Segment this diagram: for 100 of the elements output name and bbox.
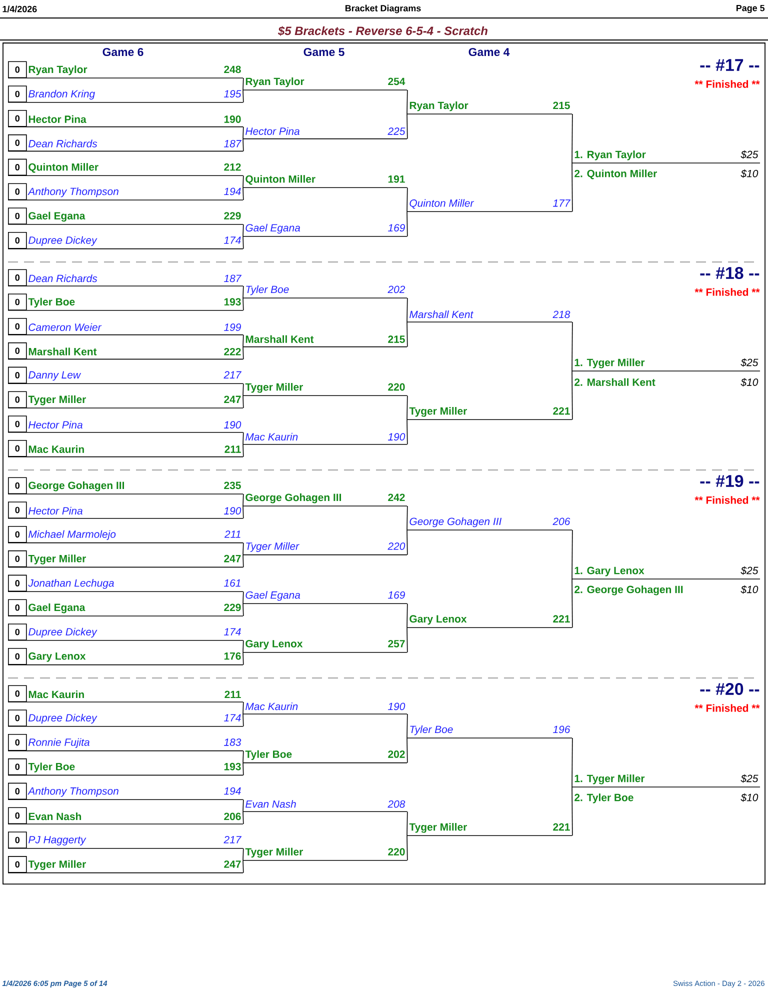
bracket-line <box>242 506 244 519</box>
bracket-line <box>242 848 244 861</box>
bracket-line <box>406 322 408 348</box>
bracket-number: -- #17 -- <box>700 59 760 71</box>
bracket-entry: Quinton Miller 191 <box>242 175 408 188</box>
seed-box: 0 <box>8 758 27 776</box>
bracket-line <box>242 702 244 714</box>
header-title: Bracket Diagrams <box>345 4 421 14</box>
bracket-line <box>242 236 244 250</box>
bracket-line <box>572 322 573 372</box>
bracket-entry: Marshall Kent 218 <box>406 310 572 322</box>
bracket-line <box>242 652 244 666</box>
page-number: Page 5 <box>736 4 765 14</box>
bracket-line <box>242 90 244 103</box>
bracket-entry: Quinton Miller 177 <box>406 199 572 212</box>
bracket-line <box>406 738 408 764</box>
bracket-line <box>242 187 244 200</box>
bracket-entry: Tyler Boe 202 <box>242 750 408 764</box>
status-text: ** Finished ** <box>694 80 760 88</box>
bracket-entry: Tyger Miller 220 <box>242 542 408 556</box>
bracket-line <box>406 419 408 445</box>
seed-box: 0 <box>8 158 27 176</box>
seed-box: 0 <box>8 318 27 335</box>
seed-box: 0 <box>8 183 27 200</box>
bracket-line <box>242 750 244 764</box>
bracket-line <box>406 506 408 530</box>
bracket-line <box>572 530 573 580</box>
seed-box: 0 <box>8 782 27 800</box>
bracket-line <box>572 786 573 836</box>
bracket-line <box>406 395 408 420</box>
seed-box: 0 <box>8 685 27 702</box>
bracket-number: -- #18 -- <box>700 267 760 279</box>
bracket-line <box>572 578 573 628</box>
bracket-line <box>242 762 244 776</box>
bracket-line <box>242 286 244 298</box>
bracket-entry: Tyler Boe 196 <box>406 725 572 738</box>
bracket-line <box>242 640 244 653</box>
bracket-line <box>406 835 408 861</box>
seed-box: 0 <box>8 526 27 543</box>
seed-box: 0 <box>8 416 27 432</box>
seed-box: 0 <box>8 574 27 592</box>
bracket-line <box>242 860 244 874</box>
bracket-line <box>242 432 244 445</box>
bracket-line <box>406 811 408 836</box>
bracket-entry: 1. Tyger Miller $25 <box>572 774 760 788</box>
bracket-entry: Gael Egana 169 <box>242 224 408 237</box>
bracket-line <box>242 383 244 396</box>
seed-box: 0 <box>8 294 27 310</box>
bracket-entry: Tyger Miller 220 <box>242 383 408 396</box>
seed-box: 0 <box>8 856 27 873</box>
bracket-line <box>406 211 408 237</box>
bracket-line <box>406 603 408 628</box>
bracket-entry: 2. Marshall Kent $10 <box>574 378 758 387</box>
seed-box: 0 <box>8 710 27 726</box>
seed-box: 0 <box>8 86 27 102</box>
bracket-line <box>572 738 573 788</box>
seed-box: 0 <box>8 624 27 640</box>
seed-box: 0 <box>8 391 27 408</box>
bracket-entry: 2. Quinton Miller $10 <box>574 169 758 180</box>
bracket-entry: George Gohagen III 242 <box>242 493 408 506</box>
bracket-line <box>242 175 244 188</box>
bracket-line <box>242 799 244 812</box>
seed-box: 0 <box>8 599 27 616</box>
bracket-line <box>572 370 573 420</box>
seed-box: 0 <box>8 110 27 127</box>
bracket-line <box>242 334 244 348</box>
seed-box: 0 <box>8 342 27 360</box>
status-text: ** Finished ** <box>694 288 760 296</box>
bracket-line <box>242 554 244 568</box>
seed-box: 0 <box>8 61 27 78</box>
seed-box: 0 <box>8 832 27 848</box>
seed-box: 0 <box>8 648 27 665</box>
title: $5 Brackets - Reverse 6-5-4 - Scratch <box>278 26 488 36</box>
bracket-entry: George Gohagen III 206 <box>406 517 572 530</box>
seed-box: 0 <box>8 440 27 457</box>
bracket-line <box>242 444 244 458</box>
bracket-line <box>406 187 408 212</box>
bracket-line <box>406 90 408 114</box>
column-heading: Game 6 <box>102 48 144 56</box>
seed-box: 0 <box>8 477 27 494</box>
bracket-entry: Tyger Miller 220 <box>242 848 408 861</box>
bracket-line <box>242 542 244 556</box>
bracket-entry: Gary Lenox 257 <box>242 640 408 653</box>
bracket-line <box>572 114 573 164</box>
bracket-line <box>242 603 244 616</box>
bracket-entry: 2. George Gohagen III $10 <box>574 585 758 596</box>
bracket-line <box>406 714 408 738</box>
bracket-line <box>406 530 408 556</box>
seed-box: 0 <box>8 269 27 286</box>
bracket-line <box>242 811 244 824</box>
bracket-line <box>242 346 244 360</box>
bracket-line <box>406 114 408 140</box>
bracket-entry: Tyger Miller 221 <box>406 823 572 836</box>
bracket-entry: Gary Lenox 221 <box>406 615 572 628</box>
bracket-line <box>242 395 244 408</box>
status-text: ** Finished ** <box>694 496 760 504</box>
bracket-entry: 1. Gary Lenox $25 <box>572 566 760 580</box>
bracket-entry: 1. Ryan Taylor $25 <box>572 150 760 164</box>
seed-box: 0 <box>8 734 27 751</box>
bracket-entry: Evan Nash 208 <box>242 800 408 812</box>
